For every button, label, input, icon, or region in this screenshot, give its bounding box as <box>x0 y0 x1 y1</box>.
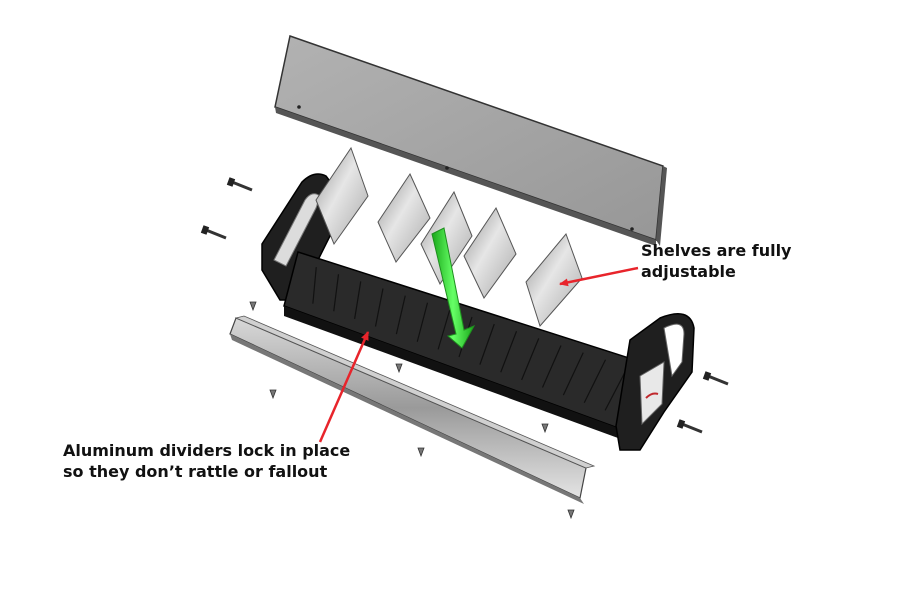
fastener-icon <box>541 423 549 434</box>
tray-slot <box>395 295 406 335</box>
mounting-screws <box>200 177 729 434</box>
fastener-icon <box>417 447 425 458</box>
insert-direction-arrow <box>431 227 476 349</box>
divider-plate <box>525 233 583 327</box>
right-end-bracket <box>615 313 695 451</box>
divider-plate <box>420 190 473 286</box>
tray-slot <box>312 267 317 304</box>
callout-dividers-line1: Aluminum dividers lock in place <box>63 441 351 460</box>
tray-slot <box>333 274 340 312</box>
divider-plate <box>377 172 431 263</box>
callout-arrow-shelves <box>559 266 639 287</box>
tray-slot <box>521 338 540 381</box>
divider-plate <box>315 146 369 246</box>
tray-slot <box>374 288 384 327</box>
divider-plates <box>315 146 583 327</box>
main-tray <box>283 251 656 438</box>
aluminum-front-rail <box>229 315 596 504</box>
fastener-icon <box>567 509 575 520</box>
tray-slot <box>437 309 451 350</box>
fastener-icon <box>269 389 277 400</box>
tray-slot <box>500 331 518 373</box>
small-fasteners <box>249 301 575 520</box>
tray-slot <box>354 281 362 319</box>
callout-arrow-dividers <box>318 331 370 443</box>
tray-slot <box>583 359 607 404</box>
tray-slot <box>416 302 429 342</box>
callout-dividers-line2: so they don’t rattle or fallout <box>63 462 328 481</box>
tray-slot <box>541 345 562 388</box>
top-cover-panel <box>274 35 667 246</box>
fastener-icon <box>395 363 403 374</box>
callout-shelves-line2: adjustable <box>641 262 736 281</box>
screw-icon <box>702 371 729 386</box>
divider-plate <box>463 206 517 299</box>
callout-shelves-adjustable: Shelves are fully adjustable <box>641 240 791 282</box>
fastener-icon <box>249 301 257 312</box>
callout-aluminum-dividers: Aluminum dividers lock in place so they … <box>63 440 350 482</box>
screw-icon <box>226 177 253 192</box>
brand-logo-mark <box>645 392 659 399</box>
callout-shelves-line1: Shelves are fully <box>641 241 792 260</box>
screw-icon <box>676 419 703 434</box>
screw-icon <box>200 225 227 240</box>
tray-slot <box>479 323 495 365</box>
tray-slot <box>562 352 584 396</box>
